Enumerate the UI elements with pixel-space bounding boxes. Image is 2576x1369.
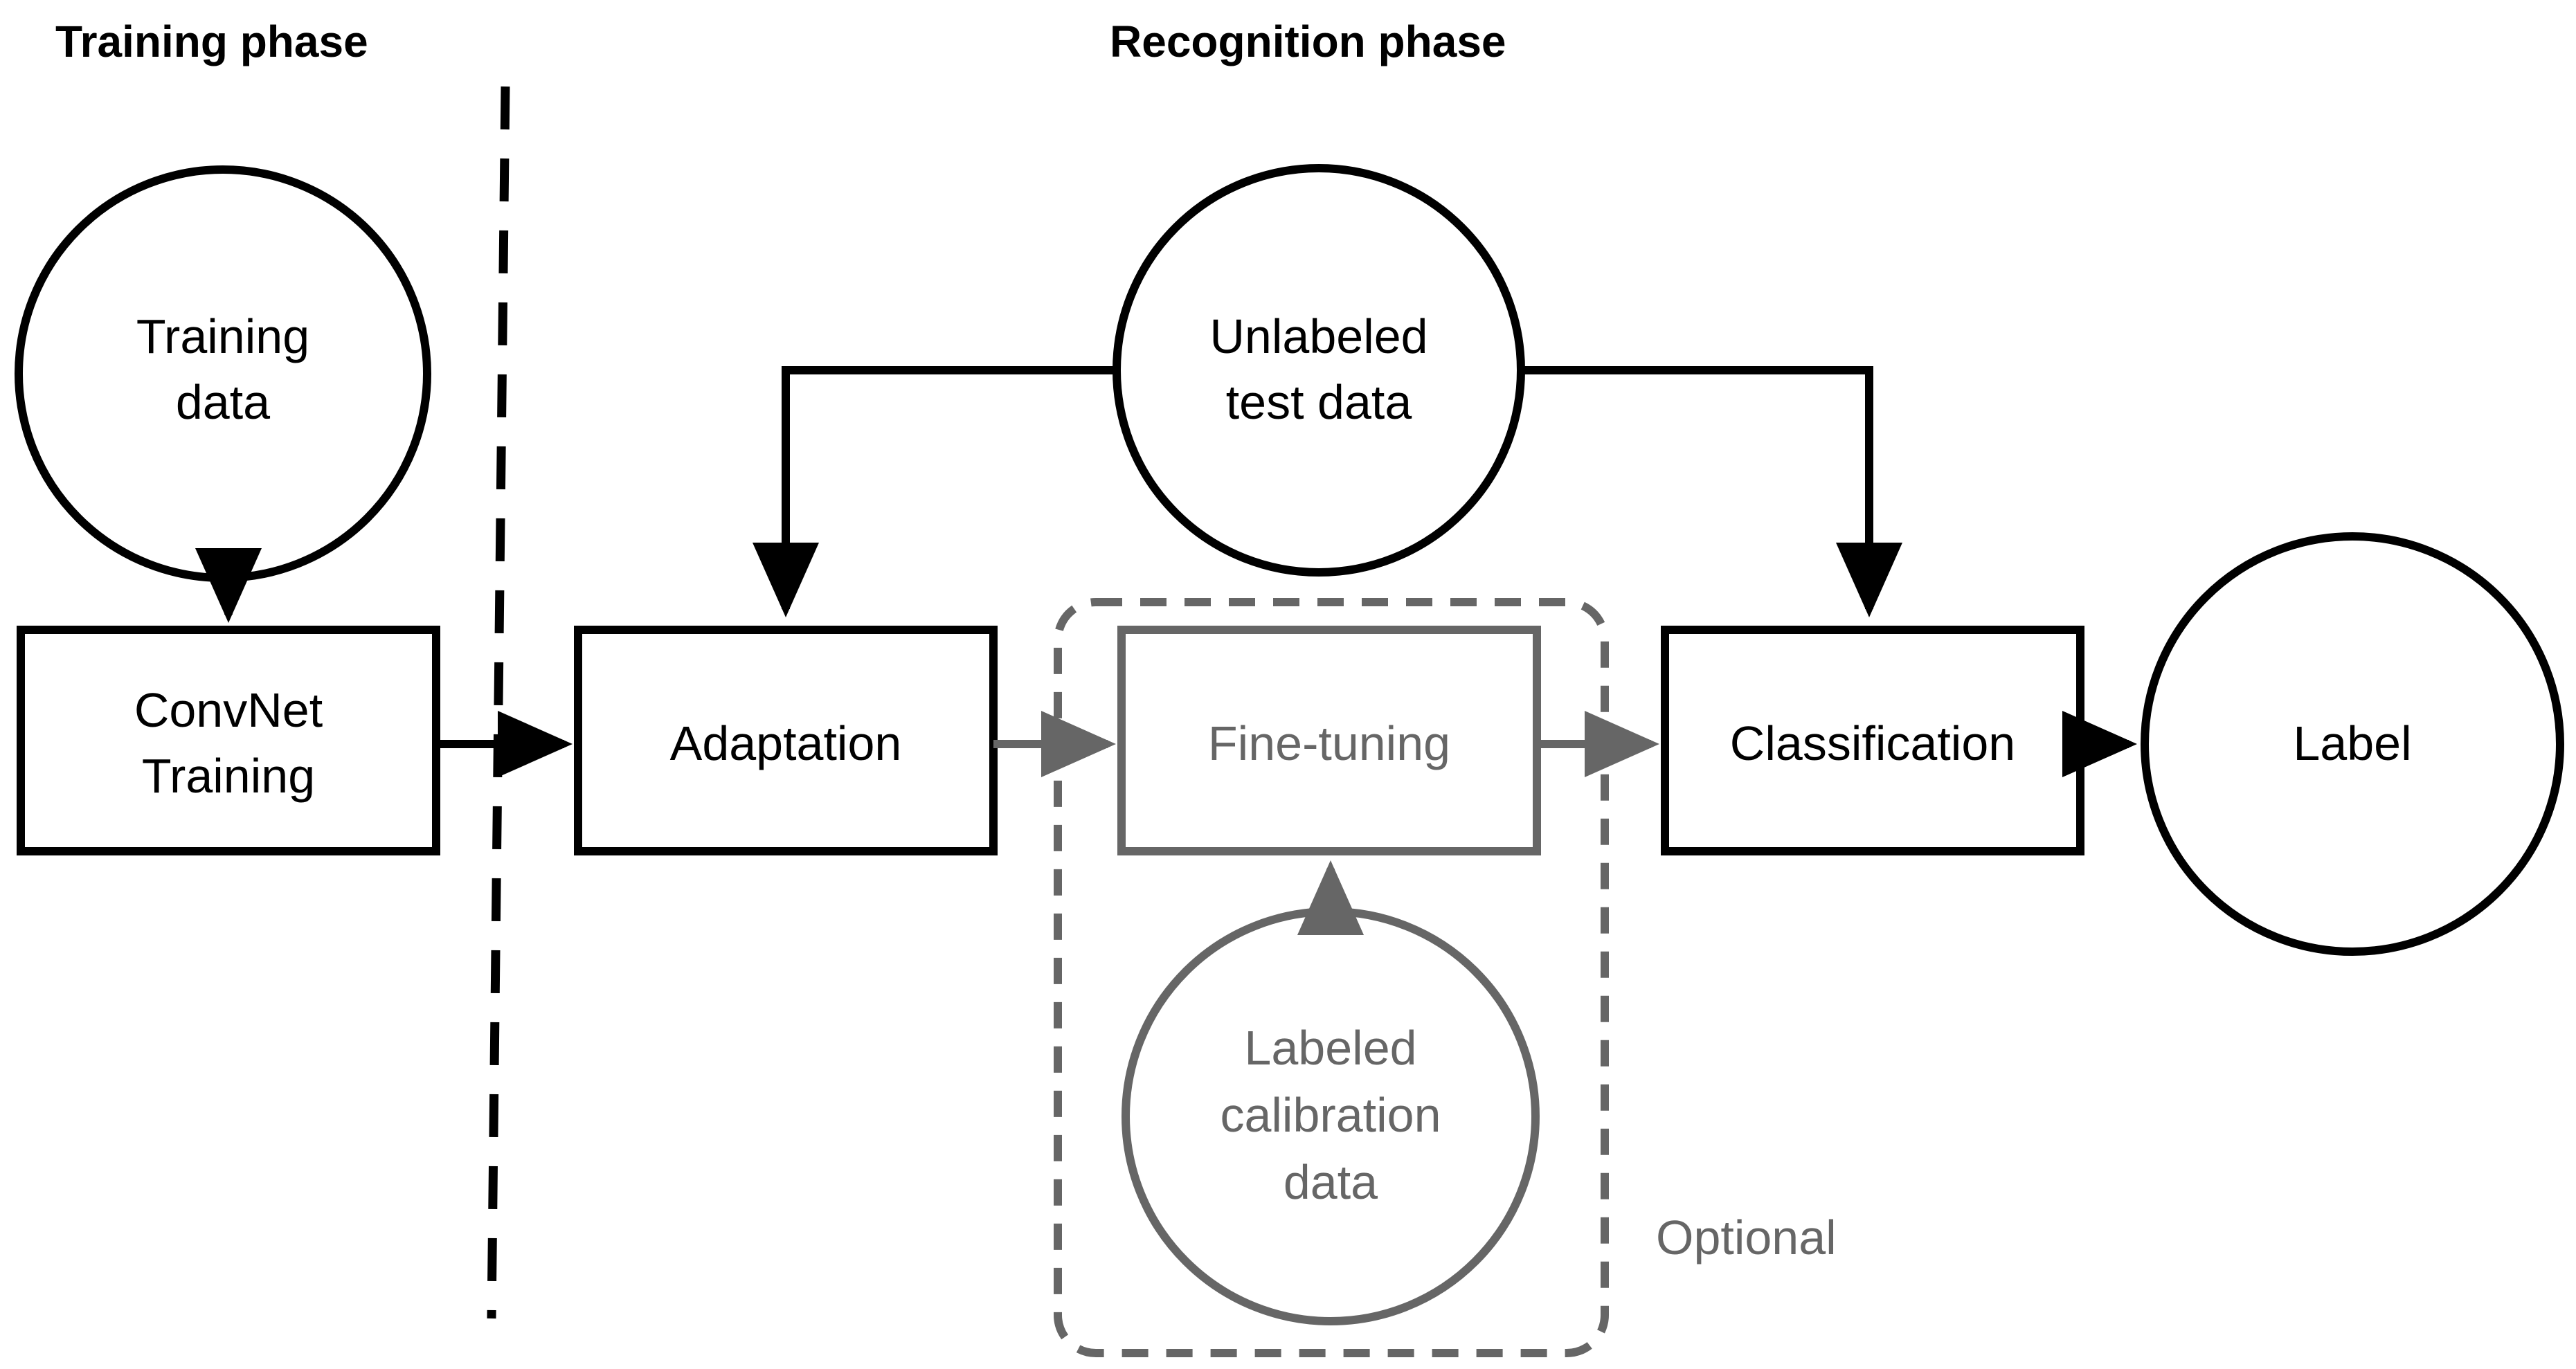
arrow-test-data-to-classification (1521, 366, 1902, 617)
labeled-calibration-data-label-line-3: data (1284, 1155, 1378, 1209)
label-node-text: Label (2293, 716, 2411, 770)
adaptation-node (574, 626, 998, 855)
training-data-label-line-1: Training (136, 309, 309, 363)
optional-label: Optional (1656, 1211, 1837, 1264)
fine-tuning-node (1117, 626, 1541, 855)
arrow-test-data-to-adaptation (753, 366, 1117, 617)
convnet-training-label-line-1: ConvNet (134, 683, 323, 737)
training-data-label-line-2: data (176, 375, 270, 429)
labeled-calibration-data-label-line-2: calibration (1220, 1088, 1441, 1142)
convnet-training-node (17, 626, 440, 855)
fine-tuning-label: Fine-tuning (1208, 716, 1450, 770)
adaptation-label: Adaptation (670, 716, 902, 770)
optional-region (1054, 598, 1609, 1357)
convnet-training-label-line-2: Training (142, 749, 315, 803)
training-data-node (15, 165, 431, 582)
recognition-phase-title: Recognition phase (1110, 17, 1506, 66)
classification-label: Classification (1730, 716, 2015, 770)
classification-node (1661, 626, 2084, 855)
labeled-calibration-data-label-line-1: Labeled (1244, 1021, 1416, 1075)
unlabeled-test-data-label-line-1: Unlabeled (1209, 309, 1427, 363)
label-node (2141, 532, 2564, 956)
phase-divider (487, 86, 510, 1319)
training-phase-title: Training phase (55, 17, 368, 66)
unlabeled-test-data-label-line-2: test data (1226, 375, 1412, 429)
unlabeled-test-data-node (1113, 164, 1525, 577)
